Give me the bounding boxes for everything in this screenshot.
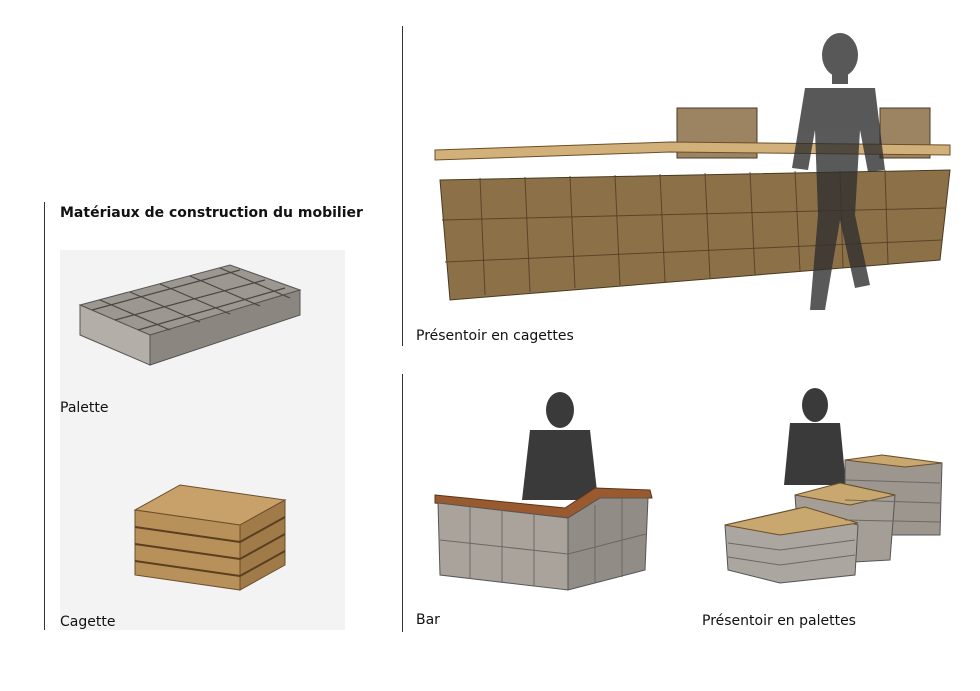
pallet-display-label: Présentoir en palettes: [702, 613, 856, 629]
crate-display-label: Présentoir en cagettes: [416, 328, 574, 344]
divider-left: [44, 202, 45, 630]
section-heading: Matériaux de construction du mobilier: [60, 205, 363, 221]
palette-label: Palette: [60, 400, 109, 416]
cagette-label: Cagette: [60, 614, 116, 630]
bar-label: Bar: [416, 612, 440, 628]
divider-top-right: [402, 26, 403, 346]
pallet-display-illustration: [724, 388, 943, 584]
bar-illustration: [434, 392, 653, 591]
crate-display-illustration: [434, 33, 951, 310]
palette-illustration: [78, 264, 302, 366]
divider-bottom-right: [402, 374, 403, 632]
cagette-illustration: [133, 484, 287, 591]
